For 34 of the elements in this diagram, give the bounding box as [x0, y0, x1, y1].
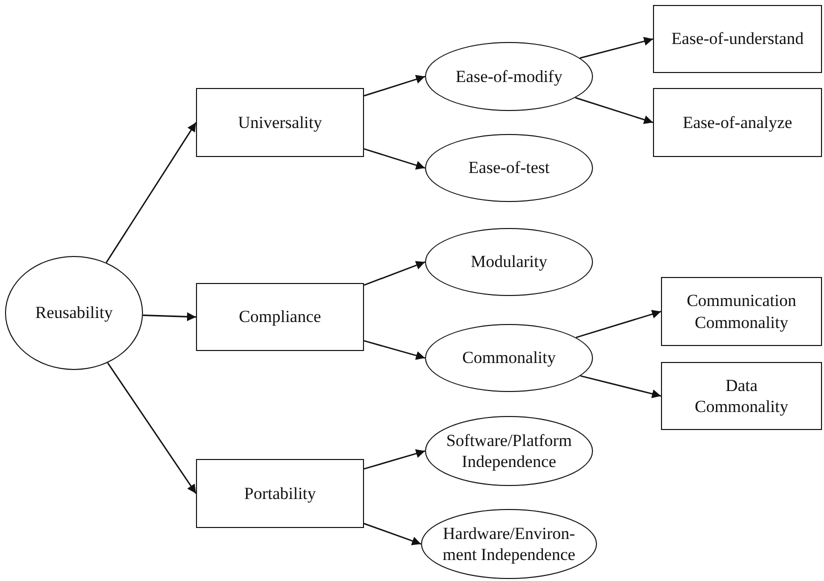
- node-label: Hardware/Environ- ment Independence: [442, 522, 576, 566]
- node-label: Ease-of-modify: [456, 66, 562, 88]
- arrow: [364, 260, 426, 286]
- arrow: [364, 449, 426, 470]
- node-label: Compliance: [238, 306, 322, 328]
- node-label: Software/Platform Independence: [445, 430, 573, 472]
- process-box: [196, 459, 364, 528]
- node-label: Data Commonality: [694, 374, 790, 418]
- arrow: [580, 375, 662, 398]
- arrow: [364, 148, 426, 170]
- process-box: [653, 5, 822, 73]
- node-label: Commonality: [462, 347, 556, 369]
- process-box: [661, 362, 822, 430]
- node-label: Ease-of-analyze: [682, 112, 792, 134]
- arrow: [142, 312, 196, 322]
- process-box: [196, 88, 364, 157]
- node-label: Portability: [244, 482, 316, 504]
- arrow: [576, 310, 662, 338]
- node-label: Ease-of-understand: [671, 28, 804, 50]
- node-label: Ease-of-test: [468, 157, 550, 179]
- arrow: [575, 97, 654, 124]
- arrow: [364, 74, 426, 97]
- process-box: [661, 277, 822, 346]
- node-label: Reusability: [35, 302, 113, 324]
- process-box: [653, 88, 822, 157]
- node-label: Universality: [238, 112, 322, 134]
- arrow: [364, 340, 426, 360]
- arrow: [106, 122, 197, 263]
- arrow: [580, 36, 654, 59]
- node-label: Modularity: [470, 251, 548, 273]
- process-box: [196, 283, 364, 351]
- node-label: Communication Commonality: [686, 290, 798, 333]
- arrow: [107, 362, 197, 494]
- arrow: [364, 522, 422, 546]
